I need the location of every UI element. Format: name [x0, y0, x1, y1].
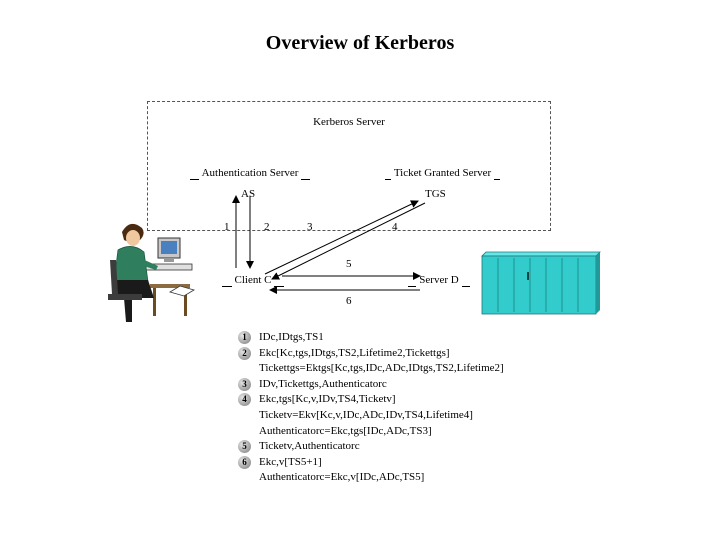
- ticket-granting-server-name: Ticket Granted Server: [390, 167, 495, 180]
- step-number-badge: 3: [238, 377, 251, 391]
- ticket-granting-server-node: Ticket Granted Server: [385, 167, 500, 183]
- step-text: Ekc,v[TS5+1]: [259, 455, 322, 468]
- step-text: Ticketv=Ekv[Kc,v,IDc,ADc,IDv,TS4,Lifetim…: [259, 408, 473, 421]
- client-name: Client C: [231, 274, 275, 287]
- client-node: Client C: [222, 274, 284, 290]
- step-text: Ekc[Kc,tgs,IDtgs,TS2,Lifetime2,Tickettgs…: [259, 346, 450, 359]
- authentication-server-node: Authentication Server: [190, 167, 310, 183]
- step-text: Ekc,tgs[Kc,v,IDv,TS4,Ticketv]: [259, 393, 396, 406]
- authentication-server-abbr: AS: [241, 188, 256, 200]
- arrow-label-2: 2: [264, 221, 270, 233]
- arrow-label-3: 3: [307, 221, 313, 233]
- step-text: Tickettgs=Ektgs[Kc,tgs,IDc,ADc,IDtgs,TS2…: [259, 362, 504, 375]
- arrow-label-4: 4: [392, 221, 398, 233]
- server-name: Server D: [416, 274, 462, 287]
- step-number-badge: 6: [238, 455, 251, 469]
- step-text: IDv,Tickettgs,Authenticatorc: [259, 377, 387, 390]
- step-number-badge: 4: [238, 393, 251, 407]
- step-number-badge: 1: [238, 331, 251, 344]
- arrow-4: [271, 202, 426, 280]
- arrow-3: [264, 200, 419, 275]
- arrow-label-5: 5: [346, 258, 352, 270]
- step-text: Authenticatorc=Ekc,v[IDc,ADc,TS5]: [259, 471, 425, 484]
- ticket-granting-server-abbr: TGS: [425, 188, 446, 200]
- step-text: IDc,IDtgs,TS1: [259, 331, 324, 343]
- kerberos-server-boundary: [147, 101, 551, 231]
- step-number-badge: 2: [238, 346, 251, 360]
- step-text: Ticketv,Authenticatorc: [259, 440, 360, 453]
- arrow-label-1: 1: [224, 221, 230, 233]
- kerberos-server-label: Kerberos Server: [313, 116, 385, 128]
- client-workstation-illustration: [108, 223, 195, 322]
- page-title: Overview of Kerberos: [265, 32, 455, 54]
- server-node: Server D: [408, 274, 470, 290]
- step-number-badge: 5: [238, 440, 251, 454]
- server-rack-illustration: [481, 251, 601, 315]
- step-text: Authenticatorc=Ekc,tgs[IDc,ADc,TS3]: [259, 424, 432, 437]
- authentication-server-name: Authentication Server: [198, 167, 302, 180]
- arrow-label-6: 6: [346, 295, 352, 307]
